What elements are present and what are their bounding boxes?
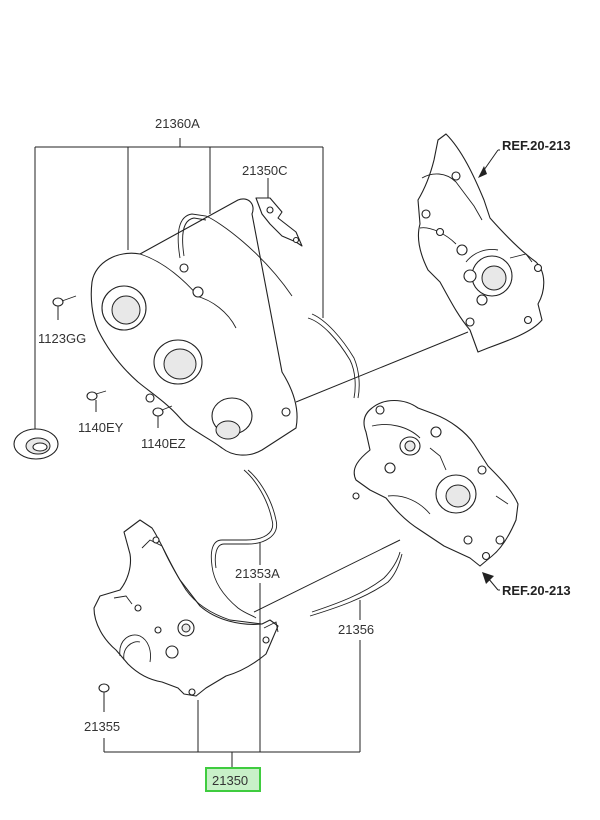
lower-timing-cover bbox=[93, 519, 279, 697]
label-seal-strip: 21356 bbox=[338, 622, 374, 637]
lower-gasket-wire bbox=[210, 469, 274, 619]
bolt-1140ez bbox=[152, 405, 173, 428]
label-lower-cover: 21350 bbox=[212, 773, 248, 788]
label-bolt-a: 1123GG bbox=[38, 331, 86, 346]
bolt-1140ey bbox=[86, 390, 107, 412]
lower-front-case bbox=[352, 399, 519, 567]
side-gasket-strip bbox=[307, 317, 356, 399]
label-lower-gasket: 21353A bbox=[235, 566, 280, 581]
label-cover-assembly: 21360A bbox=[155, 116, 200, 131]
label-plug: 21355 bbox=[84, 719, 120, 734]
label-bolt-b: 1140EY bbox=[78, 420, 124, 435]
lower-cover-leaders bbox=[103, 542, 361, 768]
upper-timing-cover bbox=[90, 198, 298, 456]
part-number-highlight bbox=[205, 767, 261, 792]
lower-cover-part-number[interactable]: 21350 bbox=[205, 767, 261, 792]
label-ref-upper: REF.20-213 bbox=[502, 138, 571, 153]
seal-strip-21356 bbox=[311, 551, 401, 613]
bolt-1123gg bbox=[52, 295, 77, 320]
upper-gasket-strip bbox=[177, 213, 293, 297]
cover-assembly-leaders bbox=[34, 138, 324, 430]
label-upper-gasket: 21350C bbox=[242, 163, 288, 178]
plug-21355 bbox=[98, 683, 110, 693]
upper-oil-pump-housing bbox=[417, 133, 545, 353]
oil-seal-ring bbox=[13, 428, 59, 460]
label-bolt-c: 1140EZ bbox=[141, 436, 186, 451]
label-ref-lower: REF.20-213 bbox=[502, 583, 571, 598]
